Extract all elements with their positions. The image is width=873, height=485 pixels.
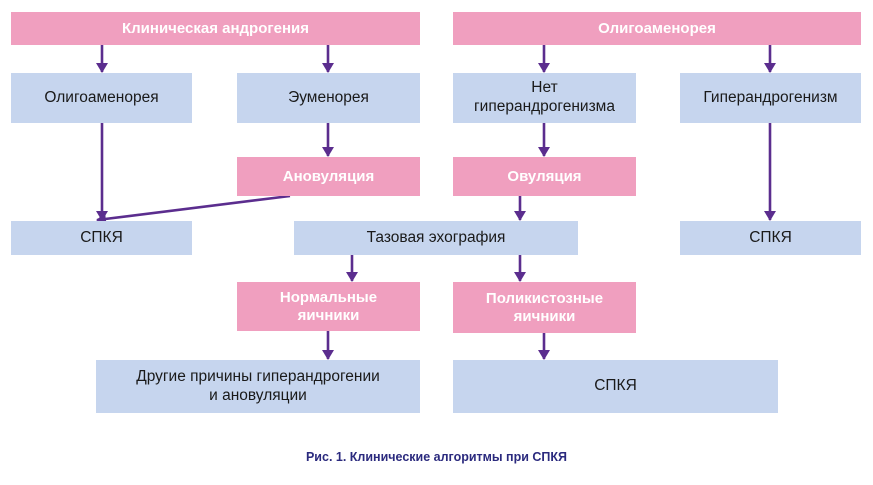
figure-caption: Рис. 1. Клинические алгоритмы при СПКЯ [305, 450, 568, 464]
node-no-hyperandrogenism: Нет гиперандрогенизма [453, 73, 636, 123]
node-polycystic-ovaries: Поликистозные яичники [453, 282, 636, 333]
arrow-anovulation-to-pcos-left [96, 194, 291, 225]
node-label: Нормальные яичники [279, 288, 378, 324]
node-pcos-left: СПКЯ [11, 221, 192, 255]
node-other-causes: Другие причины гиперандрогении и ановуля… [96, 360, 420, 413]
node-label: Гиперандрогенизм [703, 88, 838, 106]
node-label: Эуменорея [288, 88, 369, 106]
node-label: Олигоаменорея [44, 88, 159, 106]
node-label: СПКЯ [749, 228, 792, 246]
node-pelvic-echography: Тазовая эхография [294, 221, 578, 255]
node-pcos-bottom: СПКЯ [453, 360, 778, 413]
node-oligoamenorrhea-top: Олигоаменорея [453, 12, 861, 45]
node-normal-ovaries: Нормальные яичники [237, 282, 420, 331]
node-label: Олигоаменорея [598, 19, 716, 37]
node-label: Ановуляция [282, 167, 375, 185]
node-anovulation: Ановуляция [237, 157, 420, 196]
node-ovulation: Овуляция [453, 157, 636, 196]
node-label: Нет гиперандрогенизма [474, 79, 615, 115]
node-label: СПКЯ [594, 377, 637, 395]
node-label: Клиническая андрогения [121, 19, 310, 37]
node-hyperandrogenism: Гиперандрогенизм [680, 73, 861, 123]
node-label: Другие причины гиперандрогении и ановуля… [136, 367, 380, 404]
node-oligoamenorrhea-left: Олигоаменорея [11, 73, 192, 123]
node-label: СПКЯ [80, 228, 123, 246]
node-clinical-androgenia: Клиническая андрогения [11, 12, 420, 45]
node-pcos-right: СПКЯ [680, 221, 861, 255]
node-label: Поликистозные яичники [485, 289, 604, 325]
node-label: Тазовая эхография [366, 228, 506, 246]
node-label: Овуляция [507, 167, 582, 185]
node-eumenorrhea: Эуменорея [237, 73, 420, 123]
